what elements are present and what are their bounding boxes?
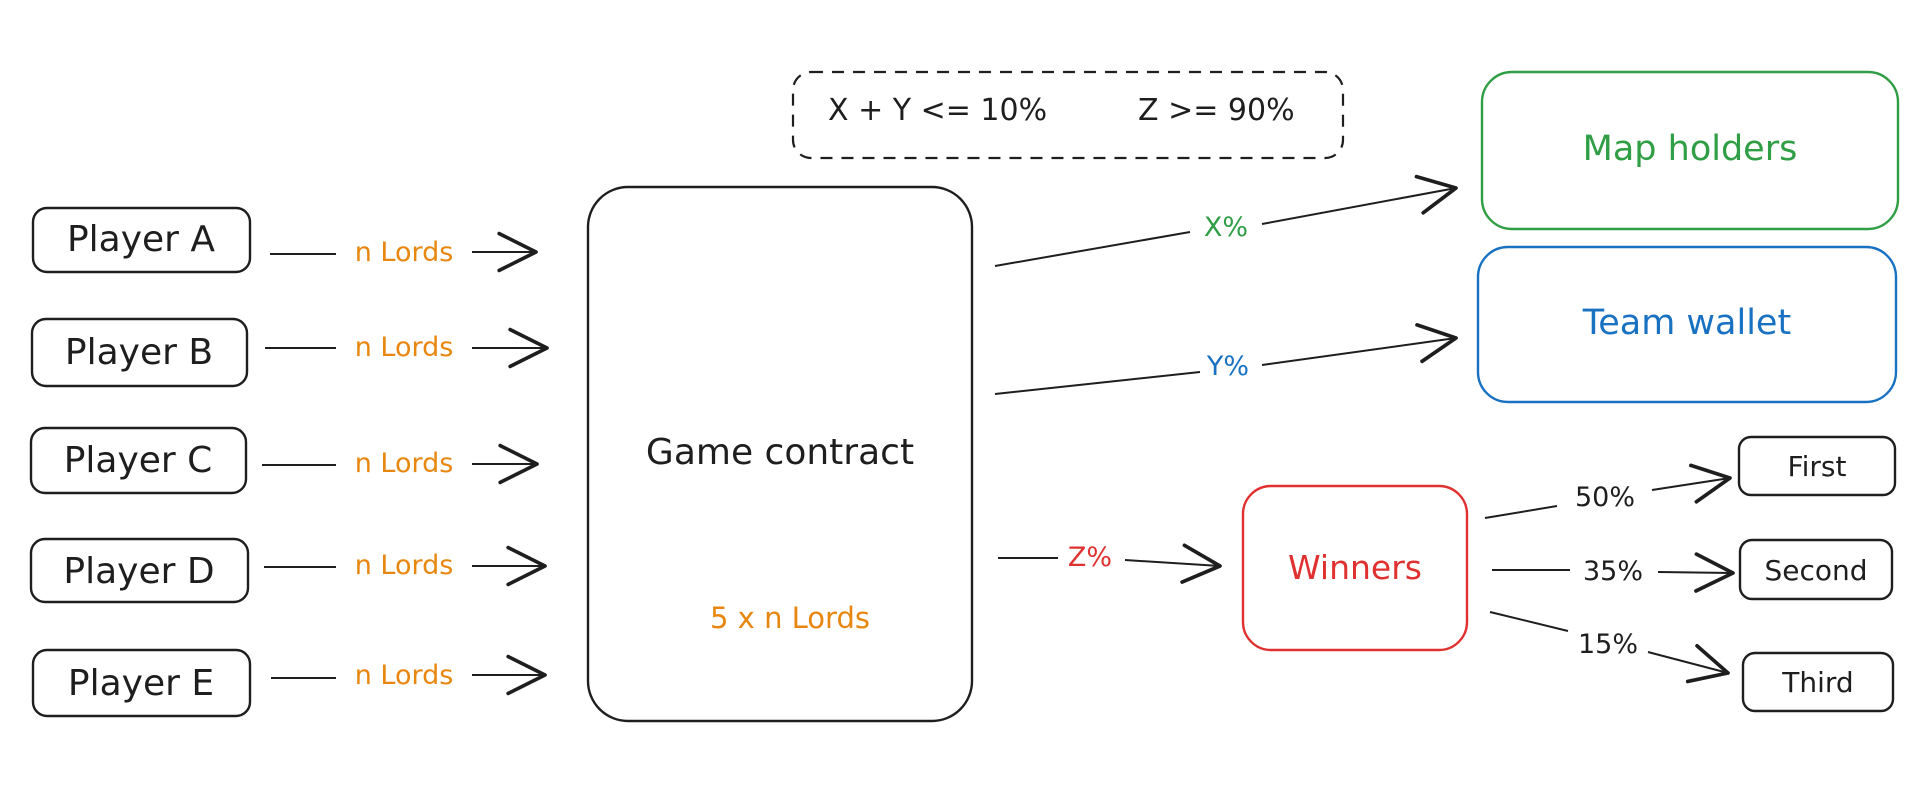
place-box-third: Third	[1741, 651, 1895, 713]
winners-arrows	[1484, 463, 1735, 684]
outflow-label-y: Y%	[1206, 351, 1249, 382]
outflow-label-z: Z%	[1068, 542, 1112, 573]
player-label-e: Player E	[68, 663, 214, 704]
flow-label-b: n Lords	[355, 332, 454, 363]
place-label-second: Second	[1764, 554, 1867, 587]
place-share-third: 15%	[1578, 629, 1638, 660]
winners-box: Winners	[1241, 484, 1469, 652]
place-share-second: 35%	[1583, 556, 1643, 587]
team-wallet-label: Team wallet	[1582, 303, 1791, 343]
flow-label-a: n Lords	[355, 237, 454, 268]
flow-label-d: n Lords	[355, 550, 454, 581]
place-box-second: Second	[1738, 538, 1894, 601]
flow-label-c: n Lords	[355, 448, 454, 479]
player-flow-labels: n Lords n Lords n Lords n Lords n Lords	[355, 237, 454, 691]
player-label-a: Player A	[67, 219, 215, 260]
player-label-d: Player D	[63, 551, 214, 592]
game-contract-pool: 5 x n Lords	[710, 601, 870, 635]
team-wallet-box: Team wallet	[1476, 245, 1898, 404]
map-holders-box: Map holders	[1480, 70, 1900, 231]
player-label-c: Player C	[64, 440, 213, 481]
constraint-box: X + Y <= 10% Z >= 90%	[791, 70, 1345, 160]
place-label-first: First	[1788, 450, 1847, 483]
player-box-b: Player B	[30, 317, 249, 388]
constraint-z-text: Z >= 90%	[1138, 93, 1295, 128]
flow-label-e: n Lords	[355, 660, 454, 691]
place-share-first: 50%	[1575, 482, 1635, 513]
outflow-label-x: X%	[1204, 212, 1248, 243]
player-box-c: Player C	[29, 426, 248, 495]
game-contract-title: Game contract	[646, 432, 914, 473]
player-label-b: Player B	[65, 332, 213, 373]
map-holders-label: Map holders	[1583, 129, 1798, 169]
outflow-arrows	[994, 174, 1458, 584]
player-box-e: Player E	[31, 648, 252, 718]
constraint-xy-text: X + Y <= 10%	[828, 93, 1047, 128]
winners-label: Winners	[1288, 548, 1422, 587]
player-arrows	[262, 231, 549, 696]
player-box-a: Player A	[31, 206, 252, 274]
place-box-first: First	[1737, 435, 1897, 497]
place-label-third: Third	[1781, 666, 1853, 699]
player-box-d: Player D	[29, 537, 250, 604]
game-contract-box: Game contract 5 x n Lords	[586, 185, 974, 723]
